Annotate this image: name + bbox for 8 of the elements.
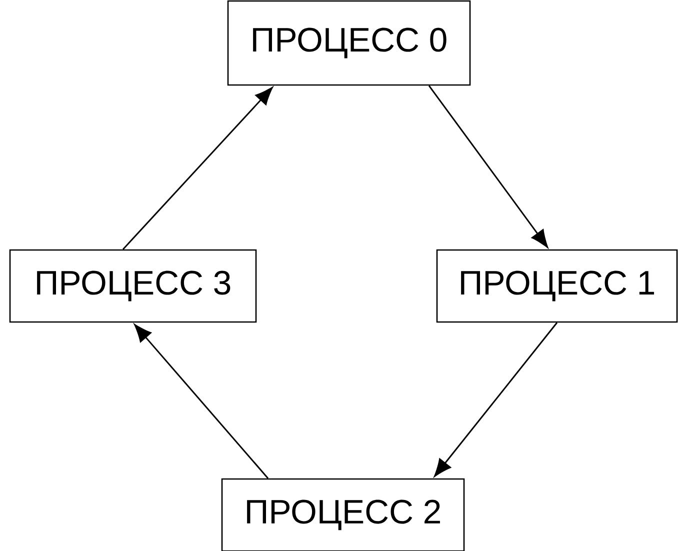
- process-box: ПРОЦЕСС 0: [227, 0, 471, 86]
- process-box: ПРОЦЕСС 2: [221, 478, 465, 551]
- process-box: ПРОЦЕСС 1: [436, 249, 678, 323]
- arrow: [122, 87, 273, 250]
- arrow: [428, 85, 548, 248]
- arrow: [434, 322, 558, 477]
- arrow: [134, 324, 269, 479]
- process-box: ПРОЦЕСС 3: [9, 249, 257, 323]
